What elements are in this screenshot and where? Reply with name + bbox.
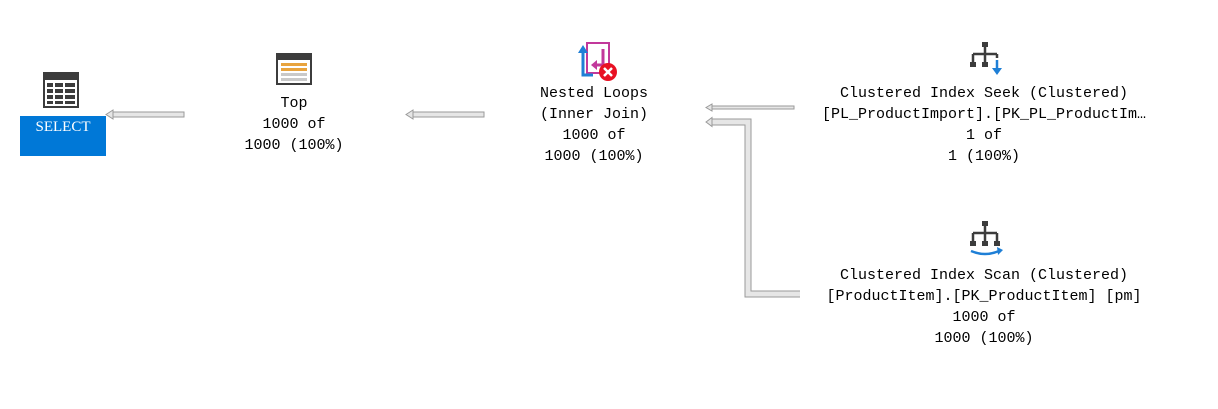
index-scan-rows-percent: 1000 (100%) xyxy=(934,330,1034,347)
index-seek-name: Clustered Index Seek (Clustered) xyxy=(839,85,1129,102)
index-seek-object: [PL_ProductImport].[PK_PL_ProductIm… xyxy=(821,106,1147,123)
clustered-index-scan-icon[interactable] xyxy=(967,221,1003,257)
nested-loops-node-text[interactable]: Nested Loops (Inner Join) 1000 of 1000 (… xyxy=(494,83,694,167)
index-seek-node-text[interactable]: Clustered Index Seek (Clustered) [PL_Pro… xyxy=(784,83,1184,167)
clustered-index-seek-icon[interactable] xyxy=(967,42,1003,78)
top-node-rows: 1000 of xyxy=(262,116,326,133)
nested-loops-rows: 1000 of xyxy=(562,127,626,144)
top-node-name: Top xyxy=(280,95,308,112)
index-seek-rows: 1 of xyxy=(965,127,1002,144)
arrow-top-to-select xyxy=(105,109,185,120)
top-node-rows-percent: 1000 (100%) xyxy=(244,137,344,154)
arrow-seek-to-loops xyxy=(705,103,795,112)
nested-loops-join-type: (Inner Join) xyxy=(539,106,649,123)
arrow-loops-to-top xyxy=(405,109,485,120)
top-operator-icon[interactable] xyxy=(276,53,312,85)
top-node-text[interactable]: Top 1000 of 1000 (100%) xyxy=(204,93,384,156)
nested-loops-warning-icon[interactable] xyxy=(577,41,619,83)
index-scan-name: Clustered Index Scan (Clustered) xyxy=(839,267,1129,284)
index-scan-object: [ProductItem].[PK_ProductItem] [pm] xyxy=(826,288,1142,305)
nested-loops-name: Nested Loops xyxy=(539,85,649,102)
nested-loops-rows-percent: 1000 (100%) xyxy=(544,148,644,165)
arrow-scan-to-loops xyxy=(705,116,800,298)
index-scan-rows: 1000 of xyxy=(952,309,1016,326)
index-scan-node-text[interactable]: Clustered Index Scan (Clustered) [Produc… xyxy=(784,265,1184,349)
select-node-label[interactable]: SELECT xyxy=(20,116,106,156)
result-table-icon[interactable] xyxy=(43,72,79,108)
index-seek-rows-percent: 1 (100%) xyxy=(947,148,1020,165)
